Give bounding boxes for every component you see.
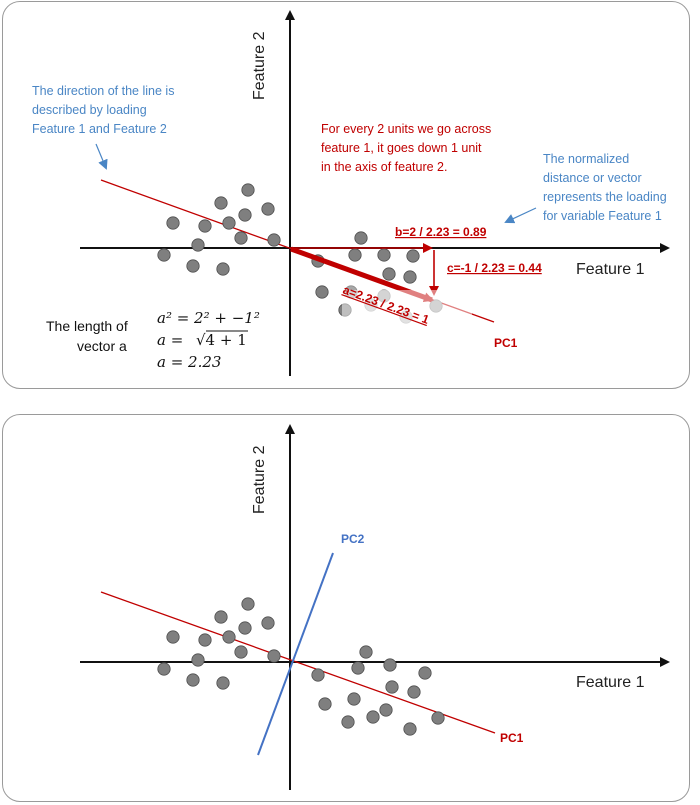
vector-a-label-bg xyxy=(342,290,472,344)
data-point xyxy=(379,703,393,717)
data-point xyxy=(261,616,275,630)
data-point xyxy=(234,645,248,659)
top-y-axis-label: Feature 2 xyxy=(251,31,268,100)
data-point xyxy=(382,267,396,281)
normalized-note-line: distance or vector xyxy=(543,171,642,185)
bottom-pc2-label: PC2 xyxy=(341,532,365,546)
normalized-note: The normalized distance or vector repres… xyxy=(543,152,667,223)
equation-1: a² = 2² + −1² xyxy=(157,309,260,327)
data-point xyxy=(191,238,205,252)
b-loading-label: b=2 / 2.23 = 0.89 xyxy=(395,225,487,239)
data-point xyxy=(341,715,355,729)
c-loading-label: c=-1 / 2.23 = 0.44 xyxy=(447,261,542,275)
equation-3: a = 2.23 xyxy=(157,353,221,371)
data-point xyxy=(431,711,445,725)
length-label-line: vector a xyxy=(77,338,127,354)
data-point xyxy=(418,666,432,680)
data-point xyxy=(351,661,365,675)
slope-note-line: For every 2 units we go across xyxy=(321,122,491,136)
top-pc1-label: PC1 xyxy=(494,336,518,350)
normalized-note-pointer xyxy=(504,207,537,224)
slope-note-line: feature 1, it goes down 1 unit xyxy=(321,141,482,155)
data-point xyxy=(354,231,368,245)
data-point xyxy=(241,597,255,611)
normalized-note-line: The normalized xyxy=(543,152,629,166)
direction-note: The direction of the line is described b… xyxy=(32,84,174,136)
data-point xyxy=(383,658,397,672)
data-point xyxy=(318,697,332,711)
data-point xyxy=(347,692,361,706)
equation-2-rhs: √4 + 1 xyxy=(196,331,247,349)
data-point xyxy=(216,676,230,690)
direction-note-line: Feature 1 and Feature 2 xyxy=(32,122,167,136)
normalized-note-line: represents the loading xyxy=(543,190,667,204)
data-point xyxy=(261,202,275,216)
bottom-points xyxy=(157,597,445,736)
data-point xyxy=(157,248,171,262)
direction-note-line: described by loading xyxy=(32,103,147,117)
data-point xyxy=(348,248,362,262)
data-point xyxy=(267,233,281,247)
data-point xyxy=(214,610,228,624)
data-point xyxy=(191,653,205,667)
data-point xyxy=(406,249,420,263)
bottom-y-axis-label: Feature 2 xyxy=(251,445,268,514)
bottom-pc1-label: PC1 xyxy=(500,731,524,745)
data-point xyxy=(315,285,329,299)
data-point xyxy=(385,680,399,694)
data-point xyxy=(234,231,248,245)
data-point xyxy=(216,262,230,276)
equation-2-lhs: a = xyxy=(157,331,183,349)
bottom-x-axis-label: Feature 1 xyxy=(576,674,645,691)
normalized-note-line: for variable Feature 1 xyxy=(543,209,662,223)
data-point xyxy=(403,270,417,284)
data-point xyxy=(407,685,421,699)
data-point xyxy=(238,208,252,222)
data-point xyxy=(198,219,212,233)
direction-note-line: The direction of the line is xyxy=(32,84,174,98)
bottom-pc1-line xyxy=(100,591,496,734)
data-point xyxy=(186,259,200,273)
slope-note-line: in the axis of feature 2. xyxy=(321,160,447,174)
data-point xyxy=(403,722,417,736)
data-point xyxy=(377,248,391,262)
data-point xyxy=(186,673,200,687)
data-point xyxy=(166,216,180,230)
data-point xyxy=(238,621,252,635)
data-point xyxy=(166,630,180,644)
data-point xyxy=(267,649,281,663)
length-label-line: The length of xyxy=(46,318,128,334)
bottom-axes xyxy=(80,424,670,790)
data-point xyxy=(214,196,228,210)
data-point xyxy=(222,630,236,644)
data-point xyxy=(366,710,380,724)
data-point xyxy=(157,662,171,676)
data-point xyxy=(222,216,236,230)
data-point xyxy=(359,645,373,659)
data-point xyxy=(198,633,212,647)
data-point xyxy=(241,183,255,197)
slope-note: For every 2 units we go across feature 1… xyxy=(321,122,491,174)
data-point xyxy=(311,668,325,682)
bottom-pc2-line xyxy=(257,552,334,756)
bottom-panel xyxy=(2,414,690,802)
top-x-axis-label: Feature 1 xyxy=(576,261,645,278)
direction-note-pointer xyxy=(95,143,108,170)
